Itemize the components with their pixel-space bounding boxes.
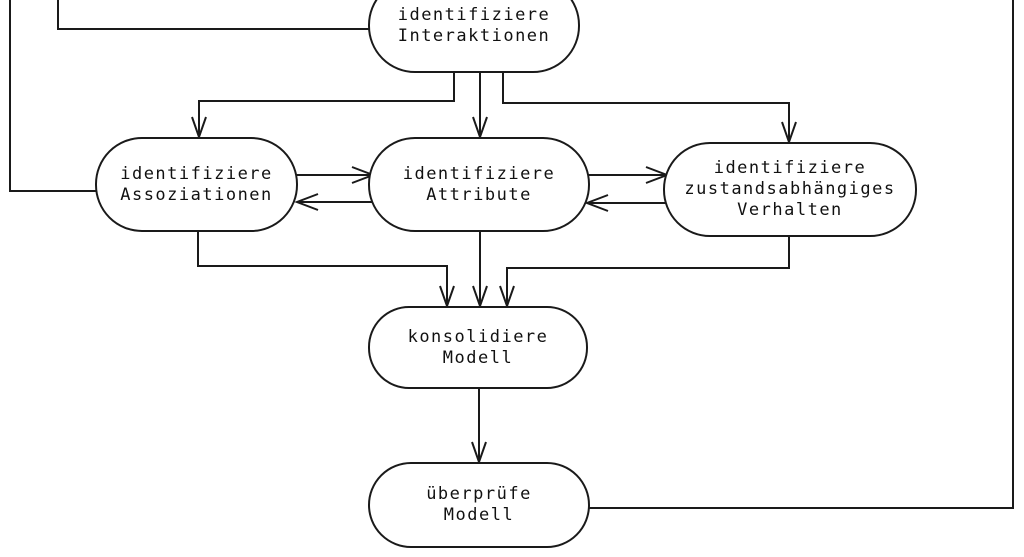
node-identifiziere-interaktionen: identifiziere Interaktionen: [368, 0, 580, 73]
edge-attribute-to-verhalten: [586, 166, 670, 184]
node-label-verhalten: identifiziere zustandsabhängiges Verhalt…: [684, 158, 896, 220]
node-label-attribute: identifiziere Attribute: [402, 163, 556, 205]
edge-interaktionen-to-verhalten: [502, 71, 797, 146]
node-label-ueberpruefe: überprüfe Modell: [426, 484, 532, 525]
node-identifiziere-zustandsabhaengiges-verhalten: identifiziere zustandsabhängiges Verhalt…: [663, 142, 917, 237]
node-ueberpruefe-modell: überprüfe Modell: [368, 462, 590, 548]
node-konsolidiere-modell: konsolidiere Modell: [368, 306, 588, 389]
edge-attribute-to-assoziationen: [294, 193, 372, 211]
edge-topleft-inner-to-interaktionen: [57, 0, 380, 30]
node-label-konsolidiere: konsolidiere Modell: [407, 326, 549, 368]
node-identifiziere-assoziationen: identifiziere Assoziationen: [95, 137, 298, 232]
edge-assoziationen-to-konsolidiere: [197, 230, 455, 310]
edge-ueberpruefe-feedback-loop: [588, 0, 1014, 509]
node-identifiziere-attribute: identifiziere Attribute: [368, 137, 590, 232]
edge-verhalten-to-konsolidiere: [499, 235, 790, 310]
edge-assoziationen-to-attribute: [294, 166, 376, 184]
node-label-interaktionen: identifiziere Interaktionen: [397, 4, 551, 46]
edge-konsolidiere-to-ueberpruefe: [471, 387, 487, 466]
edge-interaktionen-to-attribute: [472, 71, 488, 141]
edge-topleft-outer-to-assoziationen: [9, 0, 100, 192]
edge-verhalten-to-attribute: [584, 194, 666, 212]
node-label-assoziationen: identifiziere Assoziationen: [120, 163, 273, 205]
edge-interaktionen-to-assoziationen: [191, 71, 455, 141]
edge-attribute-to-konsolidiere: [472, 230, 488, 310]
